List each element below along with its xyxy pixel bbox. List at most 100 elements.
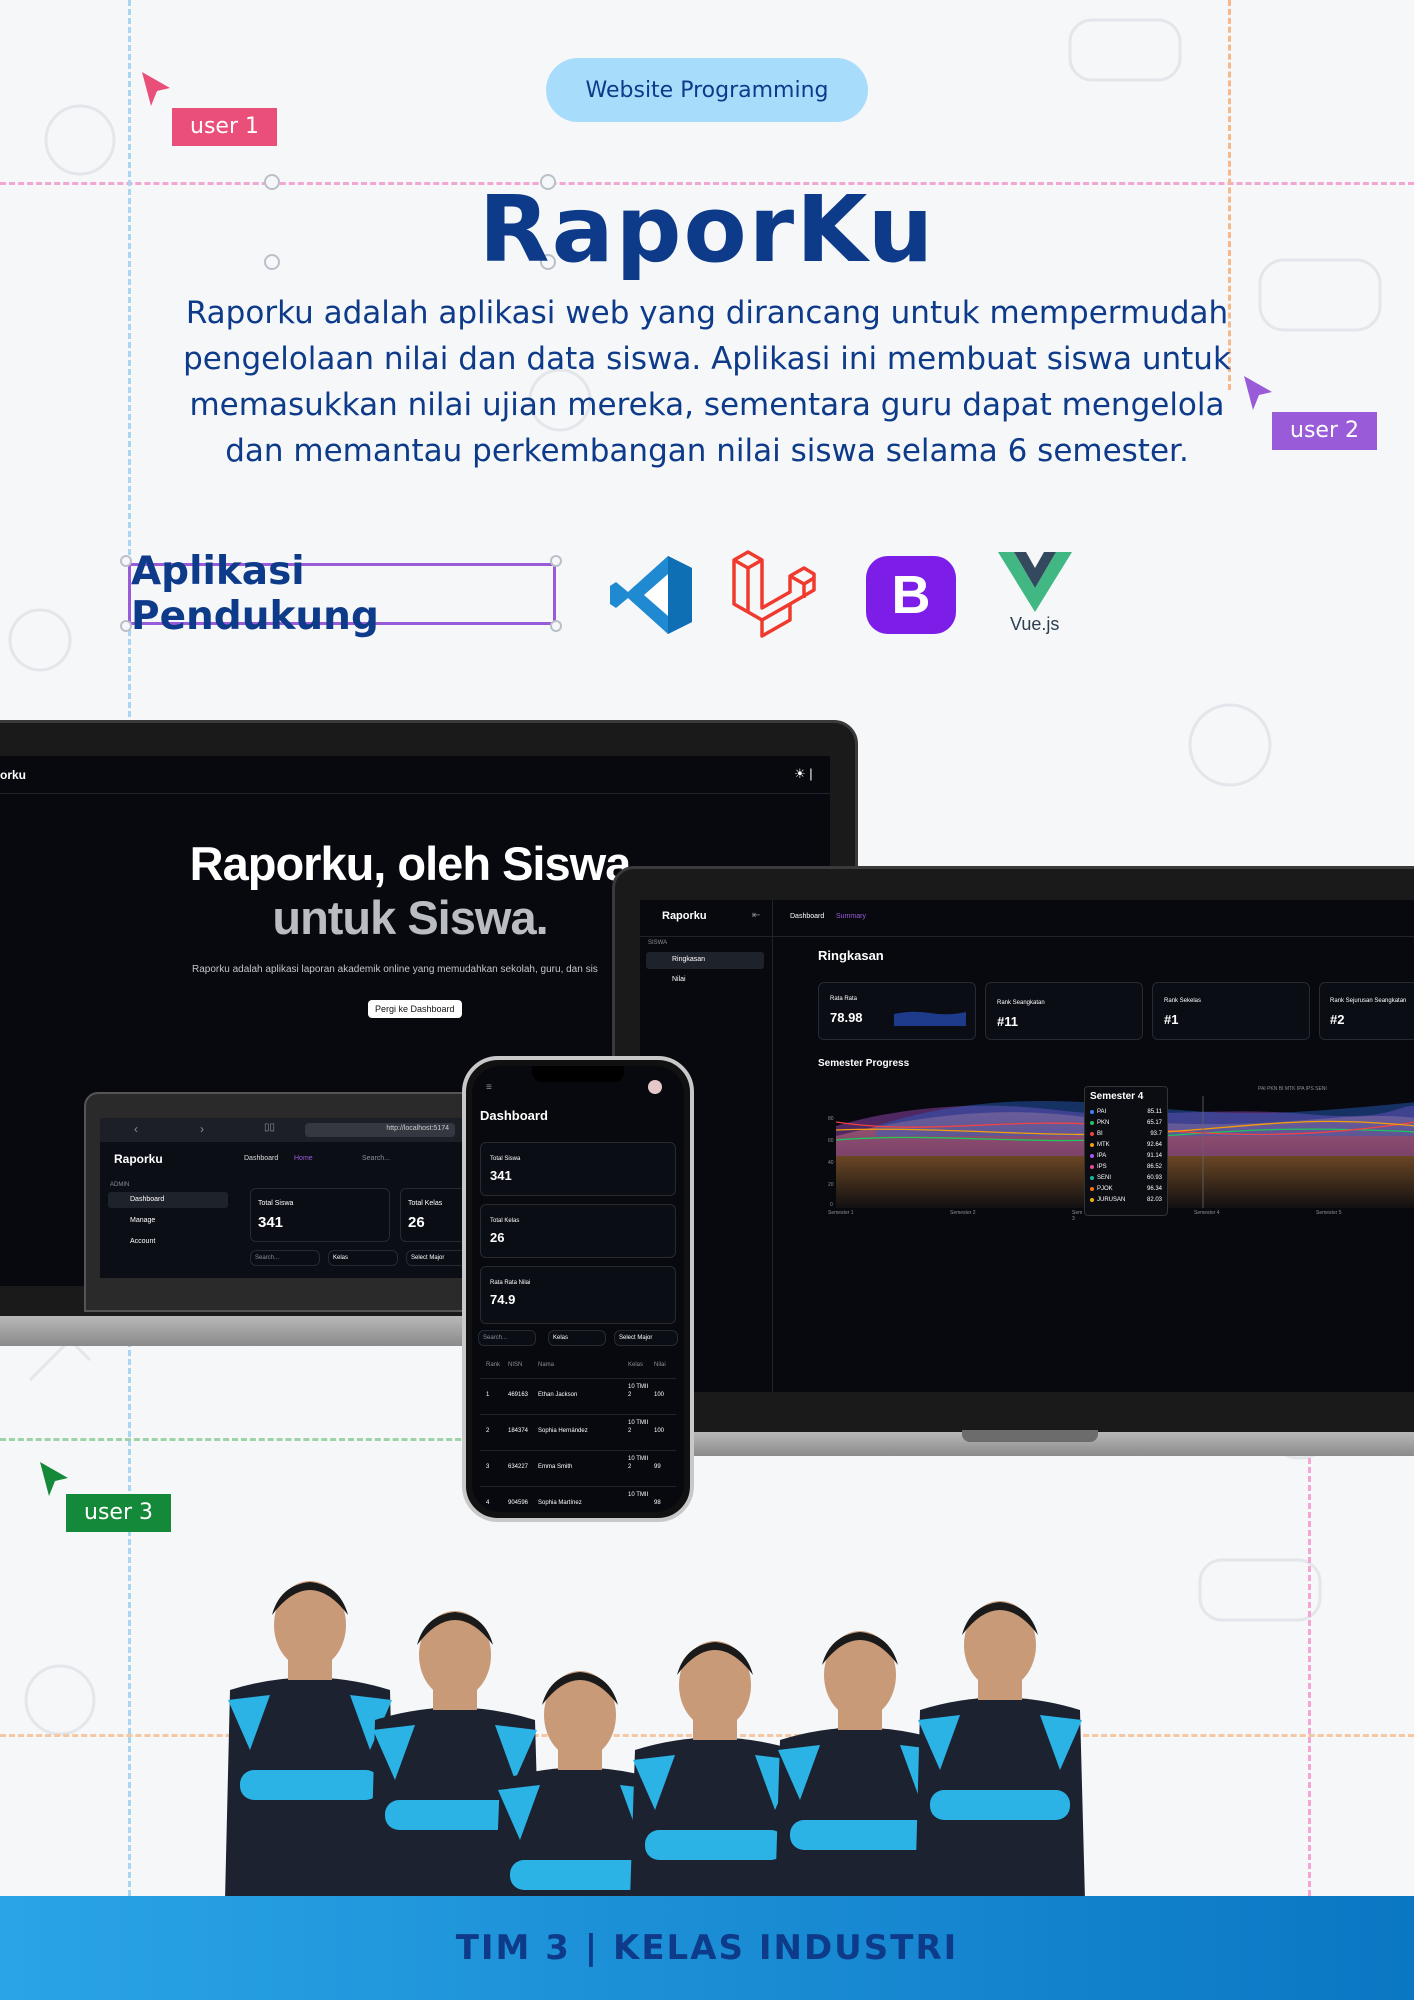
phone-filter-kelas[interactable]: Kelas [548, 1330, 606, 1346]
stat-value: #2 [1330, 1012, 1345, 1027]
phone-stat-value: 26 [490, 1230, 505, 1245]
x-axis-label: Semester 1 [828, 1210, 854, 1216]
series-value: 85.11 [1147, 1108, 1162, 1115]
x-axis-label: Semester 2 [950, 1210, 976, 1216]
mini-stat-label: Total Kelas [408, 1200, 443, 1207]
stat-card-rank-seangkatan [985, 982, 1143, 1040]
table-cell-nisn: 634227 [508, 1464, 529, 1470]
stat-card-rank-sekelas [1152, 982, 1310, 1040]
mini-search-input[interactable]: Search... [362, 1155, 391, 1162]
tooltip-title: Semester 4 [1090, 1091, 1144, 1102]
selection-handle[interactable] [264, 174, 280, 190]
phone-stat-label: Total Siswa [490, 1156, 521, 1162]
mini-stat-value: 26 [408, 1214, 425, 1231]
series-value: 96.34 [1146, 1185, 1162, 1192]
team-footer: TIM 3 | KELAS INDUSTRI [0, 1896, 1414, 2000]
stat-value: #1 [1164, 1012, 1179, 1027]
selection-handle[interactable] [550, 555, 562, 567]
mini-nav-label[interactable]: Account [130, 1238, 156, 1245]
menu-icon[interactable]: ≡ [486, 1082, 492, 1093]
avatar[interactable] [648, 1080, 662, 1094]
hero-subtitle: Raporku adalah aplikasi laporan akademik… [192, 964, 598, 975]
collapse-icon[interactable]: ⇤ [752, 910, 761, 921]
hero-title-line2: untuk Siswa. [272, 891, 548, 944]
selection-handle[interactable] [120, 555, 132, 567]
x-axis-label: Semester 4 [1194, 1210, 1220, 1216]
phone-filter-search[interactable]: Search... [478, 1330, 536, 1346]
dashboard-cta-button[interactable]: Pergi ke Dashboard [368, 1000, 462, 1018]
phone-filter-major[interactable]: Select Major [614, 1330, 678, 1346]
category-pill: Website Programming [546, 58, 868, 122]
mini-breadcrumb-dashboard[interactable]: Dashboard [244, 1155, 279, 1162]
mini-filter-major[interactable]: Select Major [406, 1250, 470, 1266]
stat-label: Rank Seangkatan [997, 1000, 1045, 1006]
bootstrap-icon: B [866, 556, 956, 634]
table-cell-name: Sophia Hernández [538, 1428, 588, 1434]
apps-heading: Aplikasi Pendukung [128, 549, 556, 639]
series-value: 91.14 [1146, 1152, 1162, 1159]
y-axis-label: 20 [828, 1182, 834, 1188]
col-rank: Rank [486, 1362, 501, 1368]
hero-title-line1: Raporku, oleh Siswa [189, 837, 632, 890]
table-cell-nilai: 100 [654, 1392, 665, 1398]
mini-nav-label[interactable]: Manage [130, 1217, 156, 1224]
stat-value: 78.98 [830, 1010, 863, 1025]
series-dot [1090, 1175, 1094, 1180]
stat-label: Rank Sejurusan Seangkatan [1330, 998, 1407, 1004]
table-cell-rank: 3 [486, 1464, 490, 1470]
phone-stat-card [480, 1266, 676, 1324]
series-value: 60.93 [1146, 1174, 1162, 1181]
series-dot [1090, 1120, 1094, 1125]
mini-filter-search[interactable]: Search... [250, 1250, 320, 1266]
selection-handle[interactable] [264, 254, 280, 270]
sidebar-section-label: SISWA [648, 940, 668, 946]
breadcrumb-dashboard[interactable]: Dashboard [790, 913, 825, 920]
col-nisn: NISN [508, 1362, 523, 1368]
table-cell-kelas: 10 TMII 2 [628, 1420, 649, 1434]
series-dot [1090, 1164, 1094, 1169]
table-cell-name: Ethan Jackson [538, 1392, 578, 1398]
stat-label: Rank Sekelas [1164, 998, 1202, 1004]
table-cell-nilai: 98 [654, 1500, 661, 1506]
cursor-label-user-2: user 2 [1272, 412, 1377, 450]
team-member [775, 1631, 945, 1900]
mini-stat-card [250, 1188, 390, 1242]
selection-handle[interactable] [120, 620, 132, 632]
page-heading: Ringkasan [818, 948, 884, 963]
chart-title: Semester Progress [818, 1058, 910, 1069]
mini-nav-dashboard[interactable] [108, 1192, 228, 1208]
table-cell-rank: 2 [486, 1428, 490, 1434]
url-bar[interactable]: http://localhost:5174 [305, 1123, 455, 1137]
theme-toggle-icon[interactable]: ☀ | [794, 766, 813, 781]
sidebar-item-label[interactable]: Nilai [672, 976, 686, 983]
mini-filter-kelas[interactable]: Kelas [328, 1250, 398, 1266]
cursor-label-user-3: user 3 [66, 1494, 171, 1532]
sidebar-item-ringkasan[interactable] [646, 952, 764, 969]
series-dot [1090, 1109, 1094, 1114]
breadcrumb-summary[interactable]: Summary [836, 913, 866, 920]
selection-handle[interactable] [540, 254, 556, 270]
table-cell-name: Sophia Martínez [538, 1500, 582, 1506]
guide-line-green [0, 1438, 470, 1441]
phone-screen: ≡ Dashboard Total Siswa 341 Total Kelas … [472, 1066, 684, 1512]
legend-item: SENI [1315, 1086, 1327, 1092]
legend-item: PAI [1258, 1086, 1266, 1092]
mini-breadcrumb-home[interactable]: Home [294, 1155, 313, 1162]
team-member [495, 1671, 665, 1900]
forward-icon[interactable]: › [200, 1122, 204, 1136]
selection-handle[interactable] [550, 620, 562, 632]
selection-handle[interactable] [540, 174, 556, 190]
back-icon[interactable]: ‹ [134, 1122, 138, 1136]
mini-stat-value: 341 [258, 1214, 284, 1231]
guide-line-pink-top [0, 182, 1414, 185]
series-value: 86.52 [1146, 1163, 1162, 1170]
series-value: 65.17 [1146, 1119, 1162, 1126]
series-name: IPA [1097, 1152, 1107, 1159]
